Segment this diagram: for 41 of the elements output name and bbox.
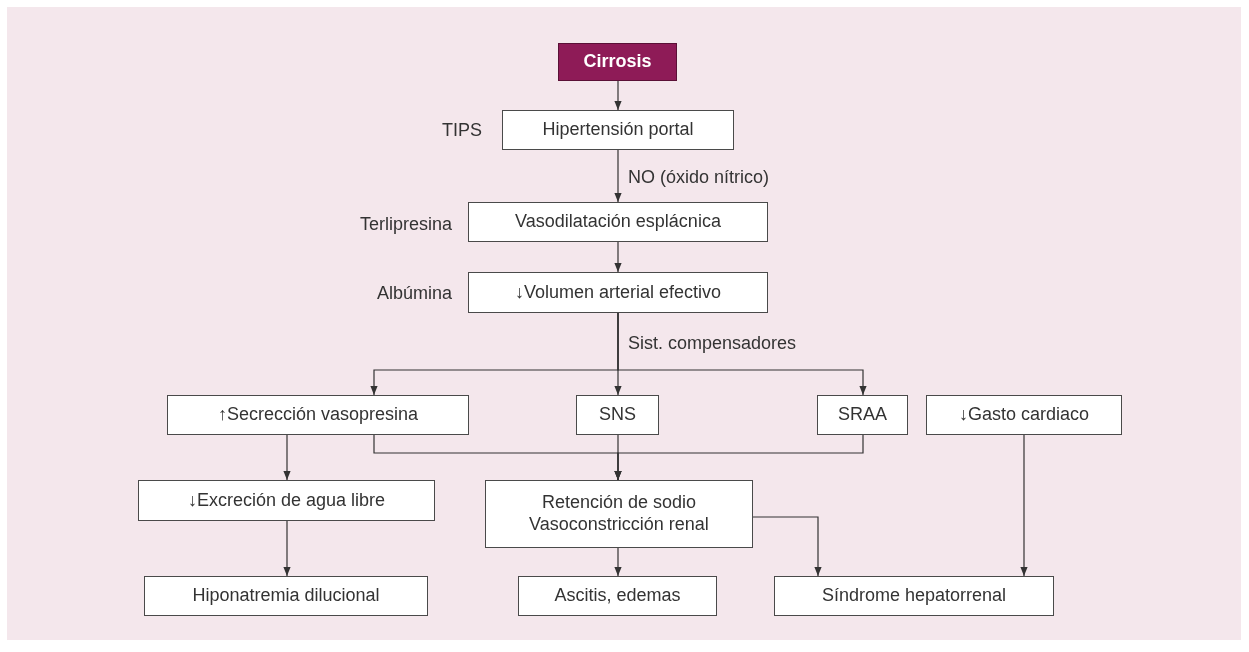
box-text: Cirrosis <box>583 51 652 73</box>
treatment-label: TIPS <box>442 119 482 141</box>
arrow <box>614 80 622 111</box>
title-box <box>558 43 677 81</box>
box-text: SNS <box>599 404 636 426</box>
box-text: Vasodilatación esplácnica <box>515 211 721 233</box>
arrow <box>283 434 291 481</box>
box-text: ↓Volumen arterial efectivo <box>514 281 722 304</box>
process-box <box>485 480 753 548</box>
treatment-label: Terlipresina <box>359 213 452 235</box>
arrow <box>283 520 291 577</box>
box-text: ↓Gasto cardiaco <box>958 404 1090 426</box>
edge-label: Sist. compensadores <box>628 332 797 354</box>
arrow <box>614 547 622 577</box>
box-text: Hipertensión portal <box>542 119 694 141</box>
arrow <box>752 516 822 577</box>
arrow <box>614 241 622 273</box>
box-text: ↑Secrección vasopresina <box>217 404 419 426</box>
box-text: Retención de sodio Vasoconstricción renal <box>528 492 710 536</box>
arrow <box>617 312 867 396</box>
box-text: Síndrome hepatorrenal <box>821 585 1007 607</box>
treatment-label: Albúmina <box>376 282 452 304</box>
arrow <box>614 434 864 481</box>
process-box <box>468 272 768 313</box>
arrow <box>614 149 622 203</box>
process-box <box>144 576 428 616</box>
box-text: SRAA <box>838 404 887 426</box>
box-text: Ascitis, edemas <box>554 585 681 607</box>
process-box <box>576 395 659 435</box>
process-box <box>926 395 1122 435</box>
edge-label: NO (óxido nítrico) <box>628 166 770 188</box>
box-text: ↓Excreción de agua libre <box>187 489 386 512</box>
arrow <box>1020 434 1028 577</box>
process-box <box>774 576 1054 616</box>
process-box <box>518 576 717 616</box>
process-box <box>167 395 469 435</box>
process-box <box>502 110 734 150</box>
box-text: Hiponatremia dilucional <box>192 585 380 607</box>
process-box <box>138 480 435 521</box>
process-box <box>817 395 908 435</box>
process-box <box>468 202 768 242</box>
